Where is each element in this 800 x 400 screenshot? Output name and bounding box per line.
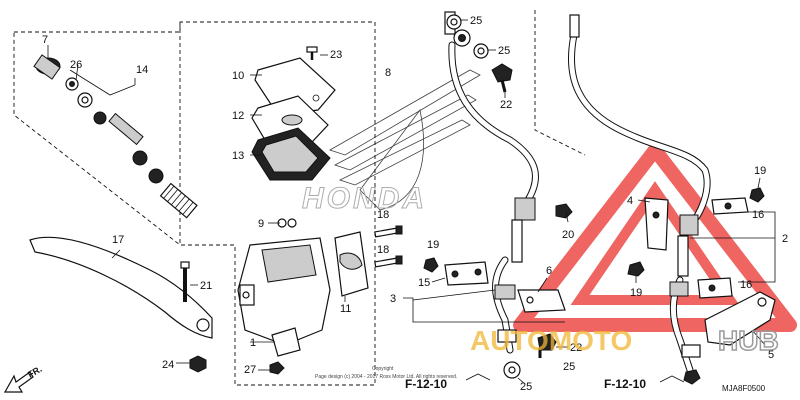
label-25a: 25 [470,15,482,27]
label-16b: 16 [740,279,752,291]
pivot-nut [189,355,207,373]
label-19c: 19 [630,287,642,299]
label-27: 27 [244,364,256,376]
reference-left: F-12-10 [405,377,447,391]
honda-logo-text: HONDA [302,182,427,215]
label-1: 1 [250,337,256,349]
right-assembly-frame [534,10,586,156]
front-label: FR. [26,364,44,380]
copyright-title: Copyright [372,366,394,372]
bolt-20 [555,203,573,219]
clip-9 [277,218,297,228]
label-25d: 25 [563,361,575,373]
clamp-16-top [711,197,749,215]
master-cylinder-frame [13,21,376,386]
reference-right: F-12-10 [604,377,646,391]
label-2: 2 [782,233,788,245]
label-4: 4 [627,195,633,207]
front-direction-arrow: FR. [3,364,44,393]
diagram-code: MJA8F0500 [722,384,766,393]
label-22a: 22 [500,99,512,111]
oil-bolt-22-top [491,63,513,93]
hose-end-bolt [683,369,701,385]
bracket-15 [444,261,489,286]
master-cylinder-body [237,237,331,357]
bracket-4 [644,197,669,251]
brake-hose-lower [492,256,517,354]
label-10: 10 [232,70,244,82]
brake-lever [29,236,213,339]
watermark-hub: HUB [718,325,779,356]
copyright-text: Page design (c) 2004 - 2017 Ross Motor L… [315,374,457,380]
label-8: 8 [385,67,391,79]
label-6: 6 [546,265,552,277]
screw-27 [269,361,285,375]
brake-hose-upper [444,11,539,263]
part-number-labels: 7 26 14 10 12 13 23 8 9 18 18 11 1 27 17… [42,15,788,393]
label-25b: 25 [498,45,510,57]
label-3: 3 [390,293,396,305]
bracket-5 [704,291,776,346]
label-9: 9 [258,218,264,230]
leader-lines [47,19,776,385]
label-5: 5 [768,349,774,361]
brake-hose-right [568,14,711,374]
label-18b: 18 [377,244,389,256]
bolt-19-center [423,257,439,273]
pivot-bolt [180,261,190,302]
label-7: 7 [42,34,48,46]
label-18a: 18 [377,209,389,221]
label-17: 17 [112,234,124,246]
bolt-19-right-top [749,187,765,203]
sealing-washers [446,14,521,379]
piston-kit-parts [33,54,198,219]
reservoir-cap-parts [251,57,336,181]
label-19a: 19 [427,239,439,251]
label-21: 21 [200,280,212,292]
label-23: 23 [330,49,342,61]
label-16a: 16 [752,209,764,221]
label-14: 14 [136,64,148,76]
label-11: 11 [340,303,351,315]
holder-bolts [374,225,403,268]
label-24: 24 [162,359,174,371]
automotohub-watermark: AUTOMOTO HUB [470,324,779,357]
label-12: 12 [232,110,244,122]
label-20: 20 [562,229,574,241]
hose-clamp-6 [517,289,566,313]
label-22b: 22 [570,342,582,354]
label-25c: 25 [520,381,532,393]
cap-screw [306,46,318,60]
bolt-19-right-bottom [627,261,645,277]
watermark-automoto: AUTOMOTO [470,325,632,356]
label-15: 15 [418,277,430,289]
label-19b: 19 [754,165,766,177]
label-26: 26 [70,59,82,71]
handlebar-holder [334,231,369,297]
clamp-16-bottom [697,277,733,299]
honda-wing-logo: HONDA [302,69,481,216]
oil-bolt-22-bottom [537,333,557,358]
label-13: 13 [232,150,244,162]
warning-triangle-watermark [513,143,797,332]
